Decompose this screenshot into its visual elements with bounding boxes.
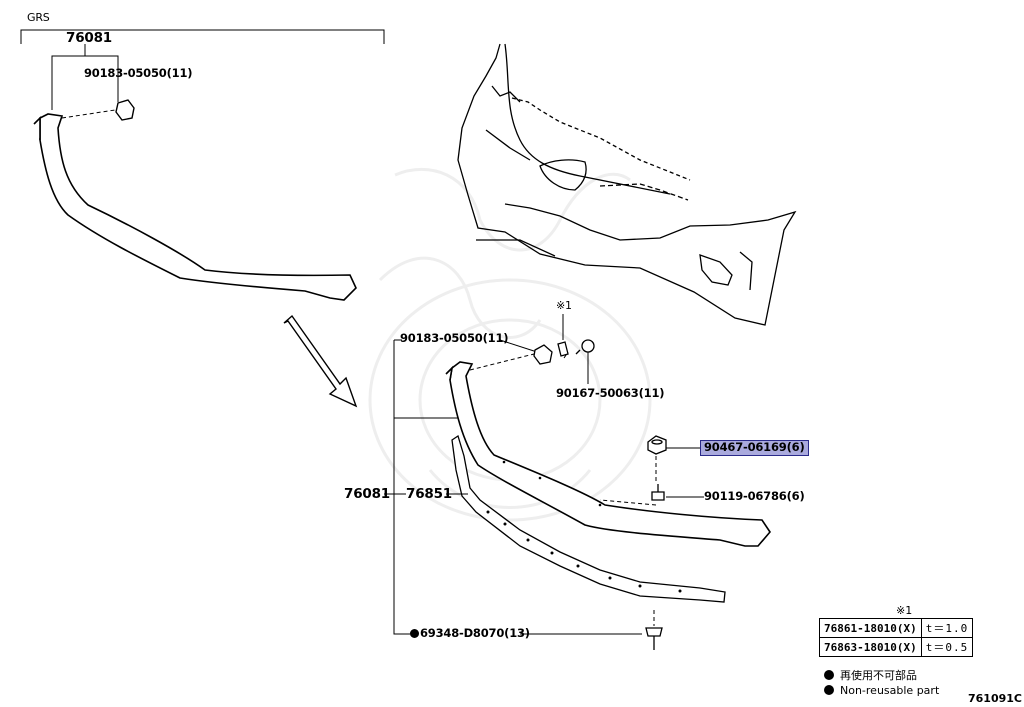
bolt-icon — [651, 484, 665, 501]
part-screw[interactable]: 90167-50063(11) — [556, 386, 665, 400]
part-clip-top[interactable]: 90183-05050(11) — [84, 66, 193, 80]
rail-holes — [486, 460, 682, 593]
leader-lines — [384, 314, 704, 635]
direction-arrow — [283, 314, 358, 408]
non-reusable-dot-icon — [824, 685, 834, 695]
clip-mid-icon — [533, 344, 553, 365]
part-bolt[interactable]: 90119-06786(6) — [704, 489, 805, 503]
clip-top-icon — [115, 99, 135, 121]
part-clip-mid[interactable]: 90183-05050(11) — [400, 331, 509, 345]
front-spoiler-top — [33, 113, 357, 301]
part-rivet[interactable]: 69348-D8070(13) — [410, 627, 530, 640]
table-row: 76863-18010(X) t＝0.5 — [819, 637, 974, 657]
shim-thickness: t＝0.5 — [920, 637, 974, 657]
shim-part[interactable]: 76861-18010(X) — [819, 618, 922, 638]
non-reusable-dot-icon — [824, 670, 834, 680]
assembly-number-left: 76081 — [344, 486, 390, 502]
diagram-id: 761091C — [968, 692, 1022, 705]
spoiler-rail — [451, 434, 726, 603]
shim-table: 76861-18010(X) t＝1.0 76863-18010(X) t＝0.… — [819, 618, 974, 657]
sub-assembly-number: 76851 — [406, 486, 452, 502]
car-front-bumper — [457, 43, 797, 326]
assembly-number-top: 76081 — [66, 30, 112, 46]
screw-icon — [575, 339, 595, 355]
part-nut-highlighted[interactable]: 90467-06169(6) — [700, 440, 809, 456]
shim-icon — [557, 341, 569, 357]
rivet-icon — [645, 627, 663, 650]
group-label: GRS — [27, 11, 50, 24]
grs-bracket — [20, 29, 385, 110]
clip-leader-top — [61, 109, 116, 119]
shim-mark: ※1 — [556, 299, 572, 312]
shim-table-mark: ※1 — [896, 604, 913, 617]
front-spoiler-main — [445, 361, 772, 547]
shim-part[interactable]: 76863-18010(X) — [819, 637, 922, 657]
legend-en: Non-reusable part — [824, 684, 939, 697]
non-reusable-dot-icon — [410, 629, 419, 638]
shim-thickness: t＝1.0 — [920, 618, 974, 638]
nut-icon — [647, 435, 667, 455]
legend-jp: 再使用不可部品 — [824, 667, 917, 683]
table-row: 76861-18010(X) t＝1.0 — [819, 618, 974, 638]
